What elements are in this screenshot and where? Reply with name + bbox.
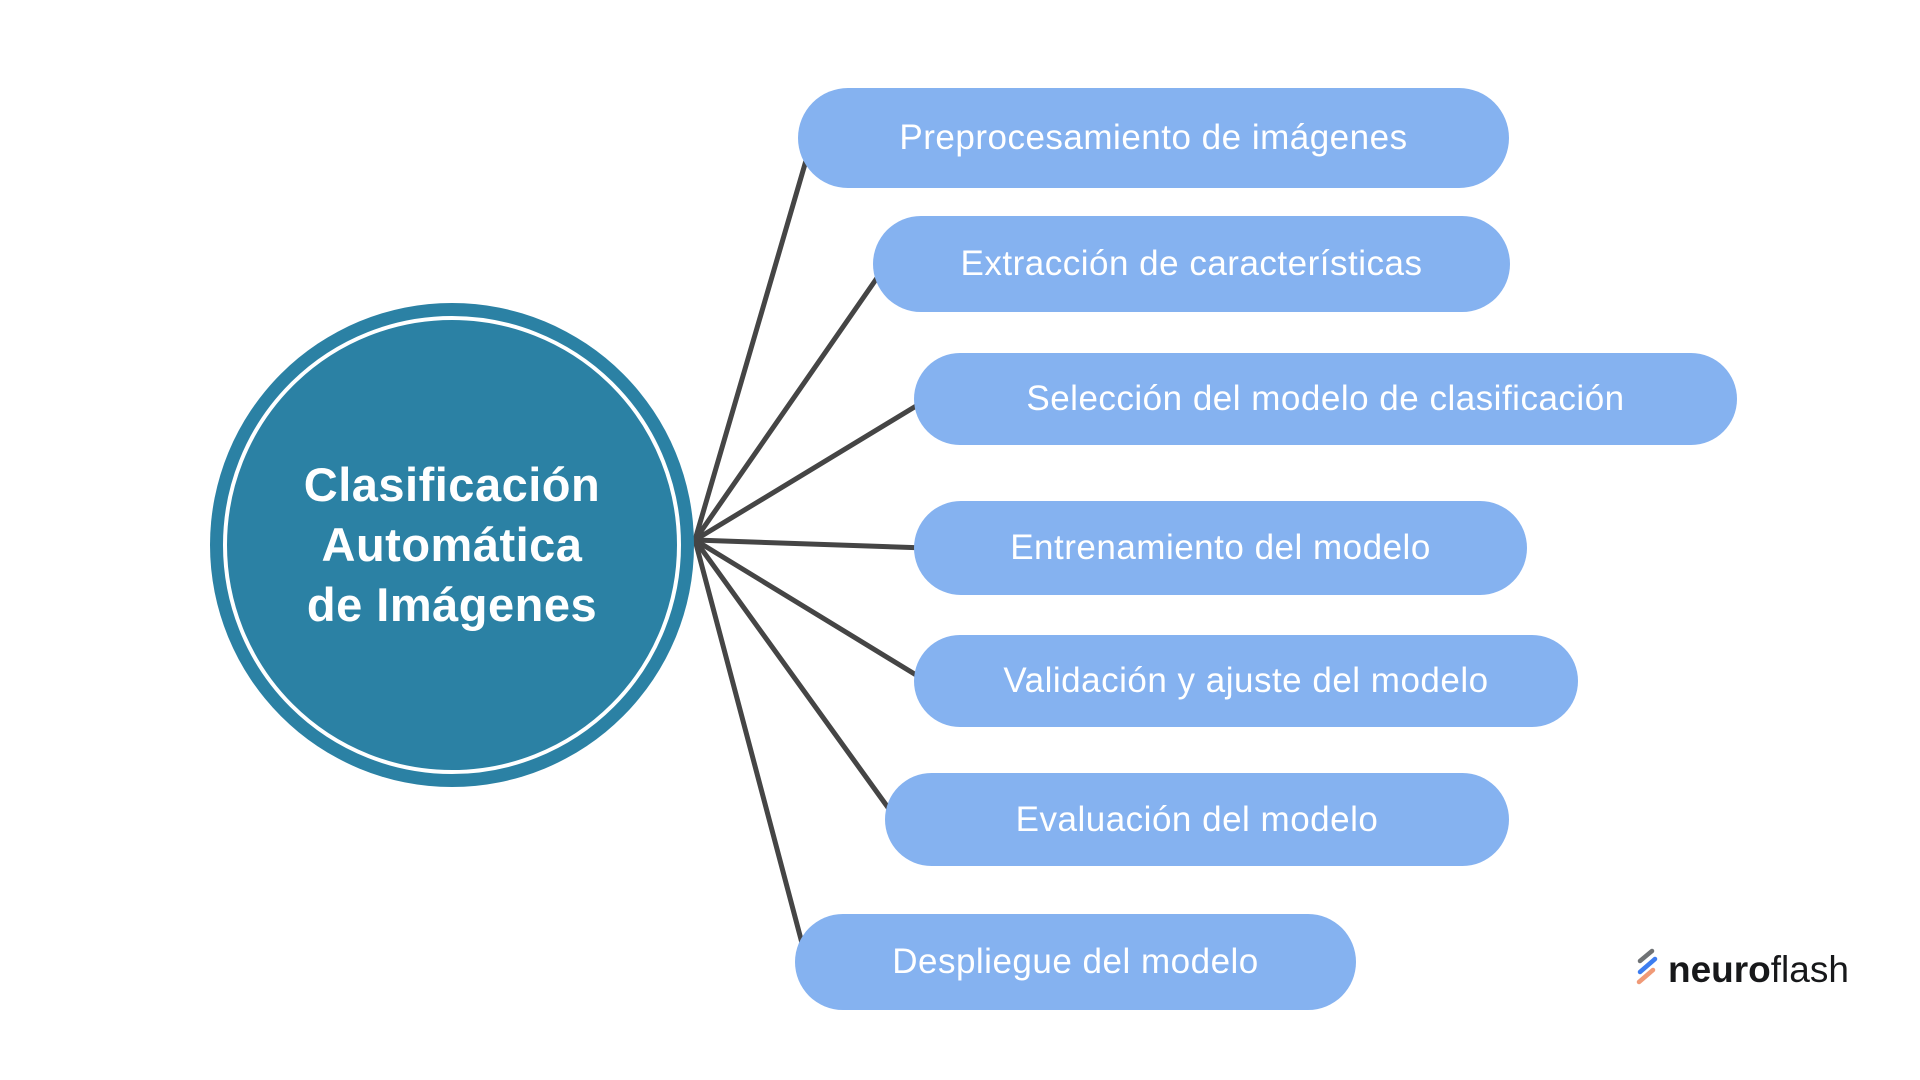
branch-node-seleccion: Selección del modelo de clasificación <box>914 353 1737 445</box>
connector-line <box>692 262 889 543</box>
branch-label: Evaluación del modelo <box>1015 799 1379 839</box>
connector-line <box>692 537 929 551</box>
branch-label: Preprocesamiento de imágenes <box>899 118 1408 157</box>
connector-line <box>692 137 815 543</box>
connector-line <box>692 537 900 823</box>
neuroflash-logo: neuroflash <box>1636 948 1849 990</box>
logo-wordmark: neuroflash <box>1668 951 1849 988</box>
connector-line <box>692 537 929 684</box>
central-title-line: Clasificación <box>303 458 601 511</box>
branch-label: Validación y ajuste del modelo <box>1003 661 1489 700</box>
three-slash-icon <box>1636 948 1661 990</box>
branch-node-validacion: Validación y ajuste del modelo <box>914 635 1578 727</box>
branch-label: Entrenamiento del modelo <box>1010 528 1431 567</box>
logo-text-bold: neuro <box>1668 948 1771 990</box>
branch-node-extraccion: Extracción de características <box>873 216 1510 312</box>
branch-label: Selección del modelo de clasificación <box>1026 379 1625 418</box>
branch-node-entrenamiento: Entrenamiento del modelo <box>914 501 1527 595</box>
branch-label: Extracción de características <box>960 244 1423 283</box>
branch-node-preprocesamiento: Preprocesamiento de imágenes <box>798 88 1509 188</box>
central-title-line: Automática <box>321 518 583 571</box>
connector-line <box>692 397 929 543</box>
central-title-line: de Imágenes <box>306 578 598 631</box>
connector-line <box>692 537 810 965</box>
central-node: Clasificación Automática de Imágenes <box>210 303 694 787</box>
central-node-title: Clasificación Automática de Imágenes <box>304 455 600 635</box>
branch-label: Despliegue del modelo <box>892 942 1259 981</box>
branch-node-evaluacion: Evaluación del modelo <box>885 773 1509 866</box>
logo-text-light: flash <box>1770 948 1849 990</box>
branch-node-despliegue: Despliegue del modelo <box>795 914 1356 1010</box>
